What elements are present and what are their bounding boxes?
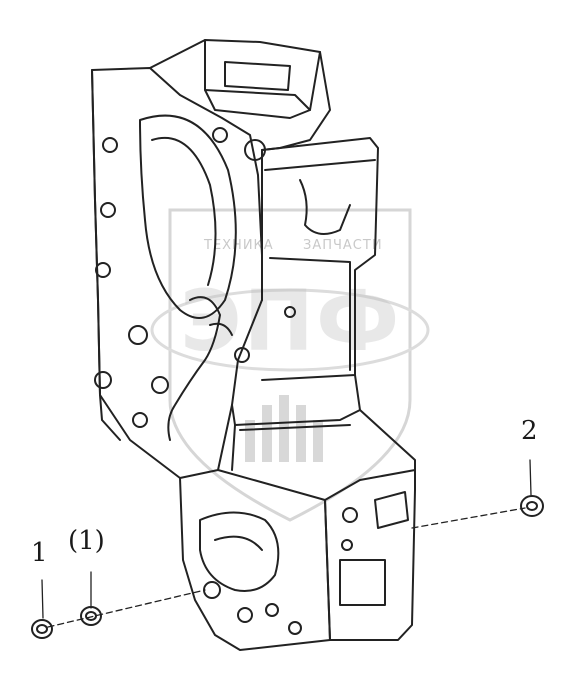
housing-top-block (149, 39, 331, 151)
leader-line-part-2 (411, 507, 526, 529)
leader-line-part-1 (47, 589, 206, 628)
housing-left-flange (91, 67, 263, 479)
watermark-logo: ЭПФ (180, 272, 402, 370)
housing-lower-right (324, 409, 416, 641)
nut-icon (80, 606, 102, 626)
shift-lever (167, 296, 221, 441)
watermark-text-right: ЗАПЧАСТИ (303, 238, 383, 253)
nut-icon (520, 495, 544, 517)
top-opening (224, 61, 291, 91)
watermark-text-left: ТЕХНИКА (204, 238, 274, 253)
callout-part-2: 2 (521, 416, 538, 446)
nut-icon (31, 619, 53, 639)
callout-part-1-alt: (1) (68, 526, 105, 556)
callout-part-1: 1 (31, 538, 48, 568)
bearing-bore (139, 114, 237, 319)
housing-lower-left (179, 477, 331, 651)
